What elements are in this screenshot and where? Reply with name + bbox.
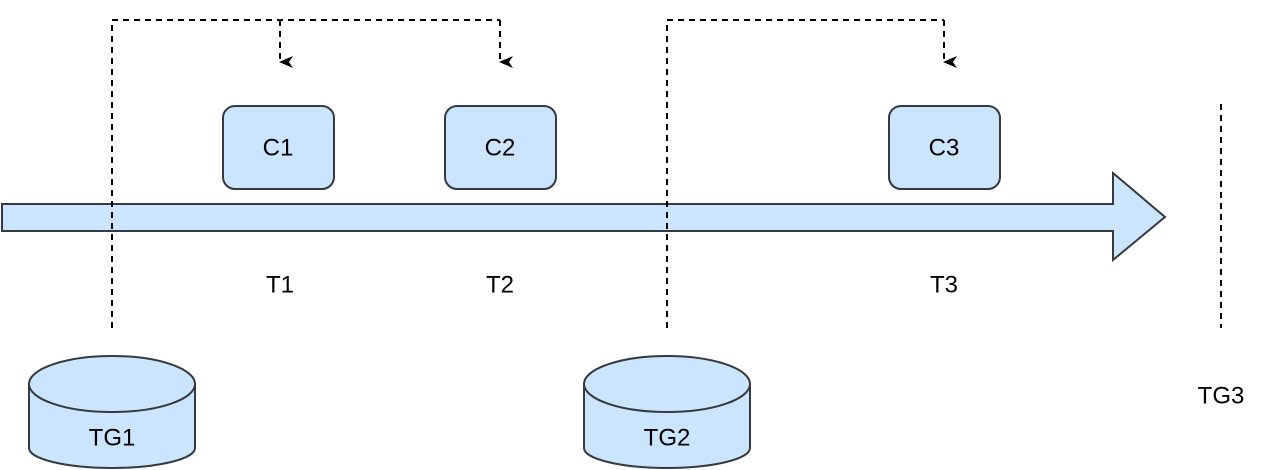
node-c1-box [222,105,335,190]
node-c1: C1 [222,105,335,190]
connector-tg1 [111,19,513,328]
node-tg1-label: TG1 [89,424,136,451]
label-tg3: TG3 [1198,382,1245,409]
timeline-arrow [1,170,1167,263]
connector-tg2-trunk [666,19,944,328]
node-c3-box [888,105,1001,190]
tg2-cylinder-top [583,355,751,413]
node-c1-label: C1 [263,134,294,161]
connector-tg2 [666,19,957,328]
tg1-cylinder-top [28,355,196,413]
label-t2: T2 [486,271,514,298]
node-c3-label: C3 [929,134,960,161]
node-tg2: TG2 [583,355,751,469]
node-tg1: TG1 [28,355,196,469]
node-c2: C2 [444,105,557,190]
connector-tg1-trunk [111,19,500,328]
label-t3: T3 [930,271,958,298]
node-c2-box [444,105,557,190]
node-c2-label: C2 [485,134,516,161]
node-c3: C3 [888,105,1001,190]
node-tg2-label: TG2 [644,424,691,451]
label-t1: T1 [266,271,294,298]
